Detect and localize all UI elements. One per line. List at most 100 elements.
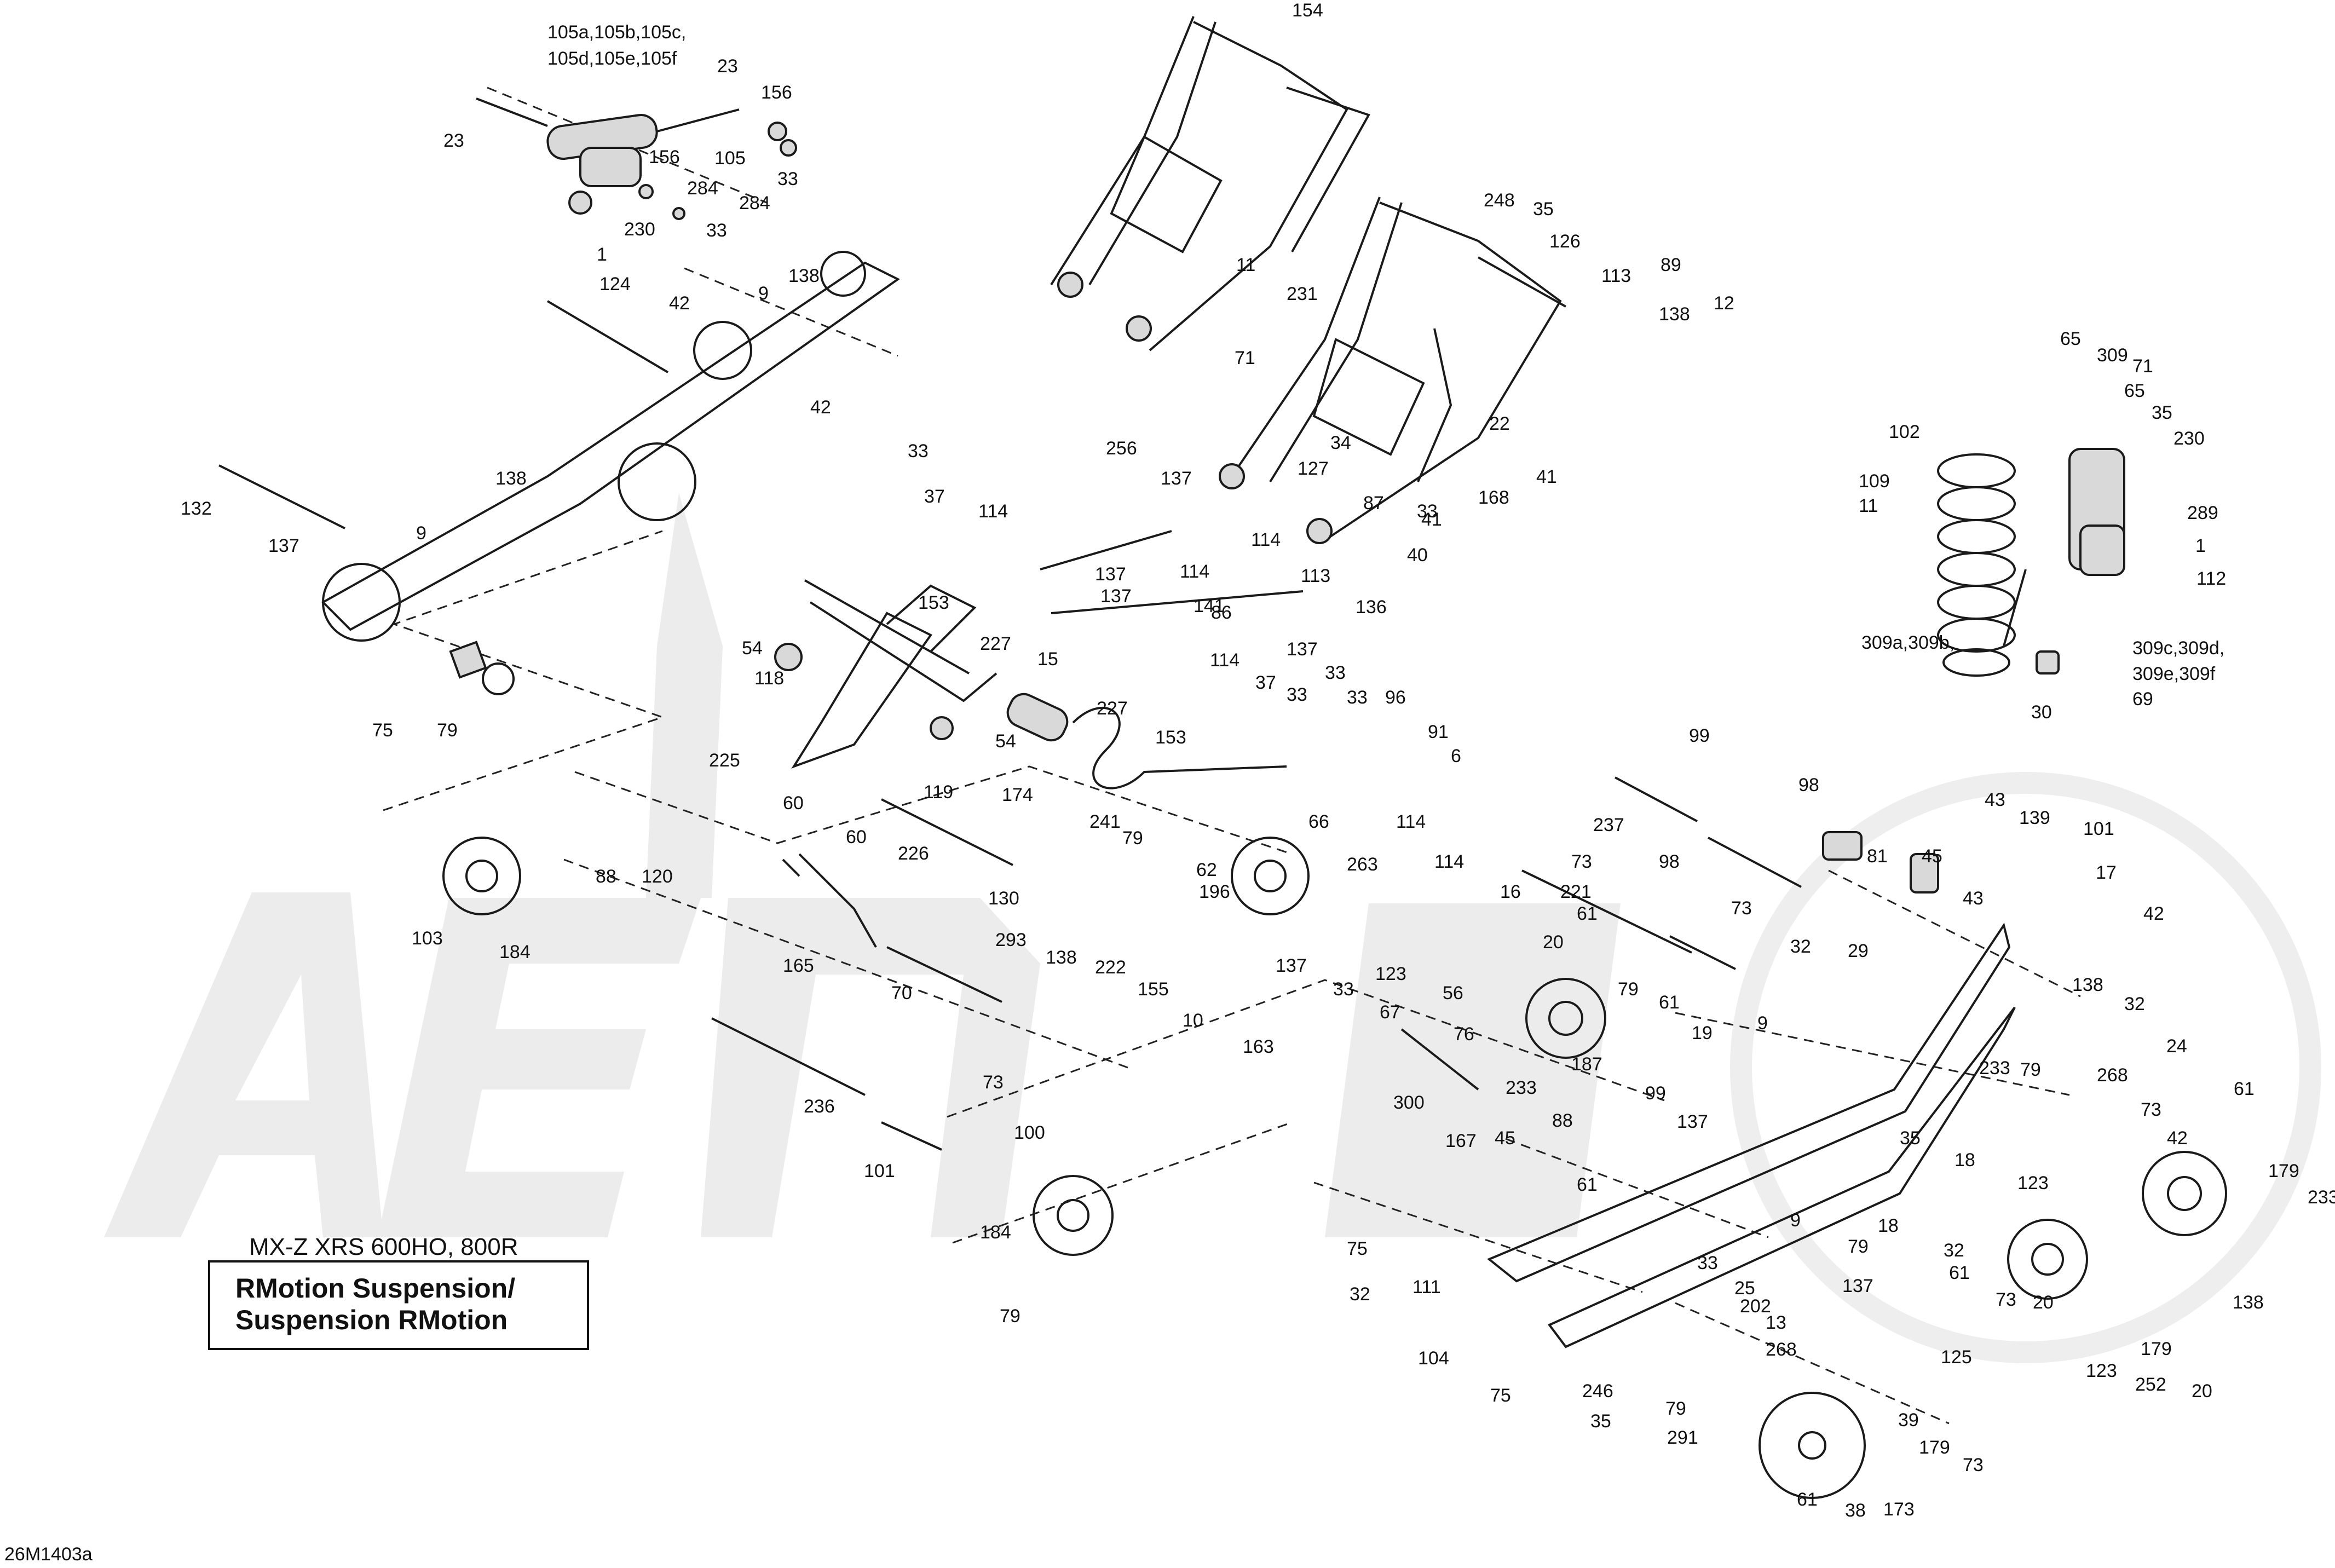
- callout-label: 300: [1393, 1092, 1425, 1113]
- callout-label: 66: [1308, 811, 1329, 832]
- callout-label: 79: [1122, 828, 1143, 849]
- callout-label: 138: [1659, 304, 1690, 325]
- callout-label: 42: [2143, 903, 2164, 924]
- callout-label: 101: [2083, 818, 2114, 839]
- callout-label: 61: [1659, 992, 1680, 1013]
- callout-label: 25: [1734, 1278, 1755, 1299]
- callout-label: 43: [1985, 789, 2005, 810]
- callout-label: 41: [1536, 466, 1557, 487]
- callout-label: 18: [1878, 1215, 1899, 1236]
- callout-label: 19: [1692, 1023, 1713, 1044]
- callout-label: 289: [2187, 503, 2218, 523]
- callout-label: 268: [1766, 1339, 1797, 1360]
- callout-label: 32: [1350, 1284, 1370, 1305]
- callout-label: 226: [898, 843, 929, 864]
- callout-label: 137: [1287, 639, 1318, 660]
- callout-label: 33: [1697, 1253, 1718, 1273]
- callout-label: 105d,105e,105f: [547, 48, 677, 69]
- callout-label: 132: [181, 498, 212, 519]
- callout-label: 61: [1577, 903, 1598, 924]
- callout-label: 127: [1298, 458, 1329, 479]
- callout-label: 119: [924, 782, 953, 803]
- callout-label: 179: [2268, 1161, 2299, 1181]
- callout-label: 168: [1478, 487, 1509, 508]
- callout-label: 61: [1577, 1174, 1598, 1195]
- callout-label: 75: [372, 720, 393, 741]
- callout-labels: 105a,105b,105c, 105d,105e,105f 23 156 23…: [181, 0, 2335, 1521]
- callout-label: 137: [1161, 468, 1192, 489]
- callout-label: 109: [1859, 471, 1890, 492]
- shafts: [711, 776, 1802, 1151]
- callout-label: 60: [783, 793, 804, 814]
- callout-label: 75: [1347, 1238, 1368, 1259]
- callout-label: 79: [1000, 1306, 1021, 1327]
- callout-label: 81: [1867, 846, 1888, 867]
- callout-label: 233: [1979, 1058, 2010, 1079]
- callout-label: 23: [443, 130, 464, 151]
- callout-label: 98: [1798, 775, 1819, 795]
- callout-label: 167: [1445, 1131, 1477, 1151]
- callout-label: 293: [995, 930, 1027, 950]
- callout-label: 230: [624, 219, 655, 240]
- callout-label: 123: [2086, 1361, 2117, 1381]
- callout-label: 40: [1407, 545, 1428, 566]
- callout-label: 237: [1593, 815, 1624, 835]
- callout-label: 138: [495, 468, 527, 489]
- callout-label: 256: [1106, 438, 1137, 459]
- callout-label: 22: [1489, 413, 1510, 434]
- callout-label: 130: [988, 888, 1019, 909]
- callout-label: 187: [1571, 1054, 1602, 1075]
- callout-label: 42: [810, 397, 831, 418]
- callout-label: 227: [1097, 698, 1128, 719]
- callout-label: 284: [739, 193, 770, 214]
- callout-label: 114: [978, 501, 1008, 522]
- callout-label: 126: [1549, 231, 1581, 252]
- model-label: MX-Z XRS 600HO, 800R: [249, 1233, 518, 1260]
- callout-label: 137: [1095, 564, 1126, 585]
- callout-label: 42: [2167, 1128, 2188, 1149]
- callout-label: 56: [1443, 983, 1463, 1004]
- callout-label: 9: [1790, 1210, 1801, 1231]
- callout-label: 76: [1454, 1024, 1474, 1045]
- callout-label: 30: [2031, 702, 2052, 723]
- callout-label: 61: [2234, 1079, 2255, 1099]
- callout-label: 221: [1560, 881, 1592, 902]
- callout-label: 33: [1287, 684, 1307, 705]
- callout-label: 248: [1484, 190, 1515, 211]
- callout-label: 114: [1180, 561, 1209, 582]
- callout-label: 71: [1235, 348, 1255, 368]
- callout-label: 88: [1552, 1110, 1573, 1131]
- callout-label: 309c,309d,: [2132, 638, 2224, 659]
- callout-label: 138: [1046, 947, 1077, 968]
- callout-label: 41: [1421, 509, 1442, 530]
- callout-label: 65: [2060, 328, 2081, 349]
- callout-label: 114: [1396, 811, 1426, 832]
- callout-label: 10: [1183, 1010, 1203, 1031]
- callout-label: 114: [1251, 529, 1281, 550]
- callout-label: 88: [596, 866, 616, 887]
- callout-label: 231: [1287, 284, 1318, 304]
- callout-label: 268: [2097, 1065, 2128, 1086]
- callout-label: 114: [1210, 650, 1239, 671]
- callout-label: 35: [1533, 199, 1554, 220]
- callout-label: 137: [268, 535, 299, 556]
- callout-label: 23: [717, 56, 738, 77]
- callout-label: 163: [1243, 1036, 1274, 1057]
- callout-label: 105a,105b,105c,: [547, 22, 686, 43]
- callout-label: 35: [1590, 1411, 1611, 1432]
- callout-label: 236: [804, 1096, 835, 1117]
- callout-label: 99: [1689, 725, 1710, 746]
- callout-label: 138: [788, 266, 820, 286]
- callout-label: 227: [980, 633, 1011, 654]
- callout-label: 179: [2141, 1339, 2172, 1359]
- callout-label: 9: [758, 283, 769, 304]
- callout-label: 153: [1155, 727, 1186, 748]
- callout-label: 11: [1859, 495, 1878, 516]
- callout-label: 6: [1451, 746, 1461, 766]
- assembly-guides: [383, 87, 2081, 1425]
- callout-label: 54: [995, 731, 1016, 752]
- callout-label: 96: [1385, 687, 1406, 708]
- callout-label: 137: [1100, 586, 1132, 607]
- callout-label: 62: [1196, 860, 1217, 880]
